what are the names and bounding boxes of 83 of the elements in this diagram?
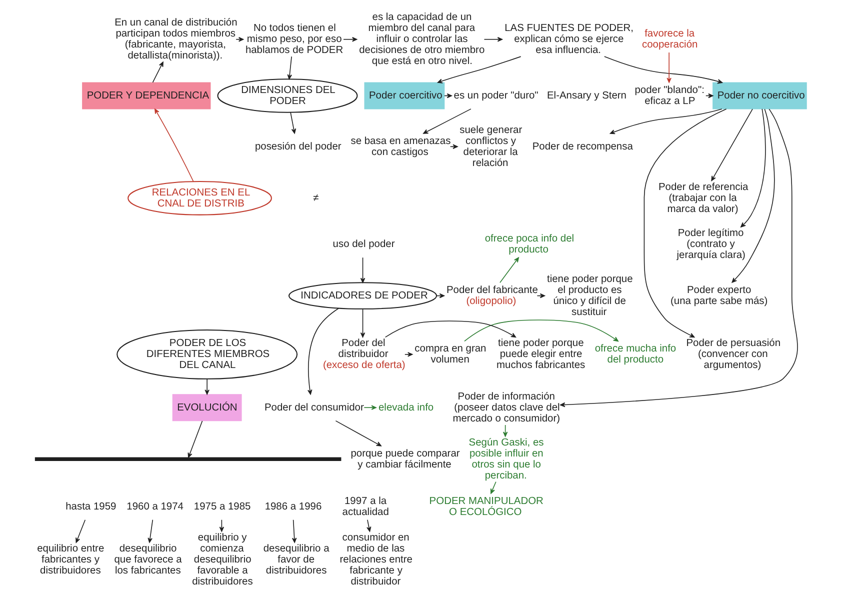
arrow <box>334 420 381 446</box>
node-text: Según Gaski, es posible influir en otros sin que lo perciban. <box>468 437 544 482</box>
node-text: desequilibrio que favorece a los fabricantes <box>114 543 182 576</box>
node-box: EVOLUCIÓN <box>172 394 242 422</box>
arrow <box>366 519 371 532</box>
node-text: consumidor en medio de las relaciones entre fabricante y distribuidor <box>339 532 412 588</box>
node-box: Poder coercitivo <box>364 82 444 110</box>
arrow <box>187 420 202 458</box>
arrow <box>342 36 357 42</box>
node-ellipse: RELACIONES EN EL CNAL DE DISTRIB <box>127 181 272 216</box>
label: ≠ <box>312 192 318 204</box>
node-text: tiene poder porque puede elegir entre muchos fabricantes <box>496 338 585 372</box>
arrow <box>740 108 766 228</box>
node-text: 1986 a 1996 <box>264 501 322 512</box>
arrow <box>499 257 518 283</box>
arrow <box>483 36 502 42</box>
node-text: Poder de información (poseer datos clave del mercado o consumidor) <box>452 391 560 424</box>
node-box: Poder no coercitivo <box>712 82 806 110</box>
node-text: Poder de referencia (trabajar con la marca da valor) <box>658 182 748 215</box>
node-text: En un canal de distribución participan todos miembros (fabricante, mayorista, detallista(minorista)). <box>114 18 237 62</box>
arrow <box>643 108 726 338</box>
node-ellipse: INDICADORES DE PODER <box>288 282 437 310</box>
node-text: Poder de recompensa <box>532 141 632 152</box>
arrow <box>560 108 798 408</box>
arrow <box>666 52 671 83</box>
node-text: Poder del consumidor <box>264 402 364 414</box>
arrow <box>75 519 86 543</box>
arrow <box>609 108 722 134</box>
node-text: posesión del poder <box>254 141 341 152</box>
node-text: Poder del fabricante (oligopolio) <box>446 284 538 307</box>
node-text: 1975 a 1985 <box>193 501 250 512</box>
node-text: desequilibrio a favor de distribuidores <box>262 543 329 576</box>
arrow <box>422 108 471 134</box>
node-text: hasta 1959 <box>65 501 116 512</box>
node-text: ofrece mucha info del producto <box>594 344 676 366</box>
arrow <box>360 257 365 283</box>
node-text: LAS FUENTES DE PODER, explican cómo se ejerce esa influencia. <box>504 23 634 56</box>
node-text: favorece la cooperación <box>642 28 698 51</box>
arrow <box>436 56 521 84</box>
node-text: suele generar conflictos y deteriorar la relación <box>459 124 522 169</box>
node-text: ofrece poca info del producto <box>484 233 574 256</box>
arrow <box>286 56 292 80</box>
node-text: Poder legítimo (contrato y jerarquía clara) <box>676 228 745 261</box>
arrow <box>384 320 516 338</box>
arrow <box>490 481 496 494</box>
arrow <box>147 519 153 543</box>
node-text: poder "blando": eficaz a LP <box>634 84 704 107</box>
node-text: uso del poder <box>332 238 394 250</box>
arrow <box>731 108 774 283</box>
node-text: compra en gran volumen <box>414 344 486 366</box>
arrow <box>290 112 296 134</box>
node-text: 1997 a la actualidad <box>342 496 388 518</box>
label: El-Ansary y Stern <box>546 90 626 102</box>
node-text: equilibrio entre fabricantes y distribuidores <box>36 543 104 576</box>
node-text: equilibrio y comienza desequilibrio favorable a distribuidores <box>192 532 252 588</box>
node-text: Poder de persuasión (convencer con argumentos) <box>686 338 780 372</box>
node-text: 1960 a 1974 <box>126 501 183 512</box>
node-text: PODER MANIPULADOR O ECOLÓGICO <box>428 496 543 518</box>
arrow <box>360 308 365 338</box>
node-text: porque puede comparar y cambiar fácilmente <box>350 448 460 470</box>
node-bar <box>34 457 341 461</box>
arrow <box>604 56 722 84</box>
node-text: Poder del distribuidor (exceso de oferta) <box>322 338 405 372</box>
arrow <box>404 352 412 357</box>
node-text: es la capacidad de un miembro del canal para influir o controlar las decisiones de otro miembro que está en otro nivel. <box>358 12 484 67</box>
node-text: tiene poder porque el producto es único y difícil de sustituir <box>546 274 632 318</box>
node-box: PODER Y DEPENDENCIA <box>82 82 210 110</box>
node-text: No todos tienen el mismo peso, por eso hablamos de PODER <box>244 23 343 56</box>
arrow <box>307 308 339 395</box>
node-text: es un poder "duro" <box>453 90 538 102</box>
arrow <box>235 36 244 42</box>
arrow <box>204 378 209 395</box>
node-text: Poder experto (una parte sabe más) <box>670 284 768 307</box>
node-ellipse: DIMENSIONES DEL PODER <box>216 78 358 113</box>
arrow <box>710 108 752 182</box>
arrow <box>464 320 618 342</box>
node-text: elevada info <box>378 402 434 414</box>
arrow <box>363 405 376 410</box>
arrow <box>291 519 296 543</box>
arrow <box>154 108 194 182</box>
node-text: se basa en amenazas con castigos <box>350 136 450 158</box>
node-ellipse: PODER DE LOS DIFERENTES MIEMBROS DEL CANAL <box>116 329 298 380</box>
arrow <box>152 62 163 83</box>
